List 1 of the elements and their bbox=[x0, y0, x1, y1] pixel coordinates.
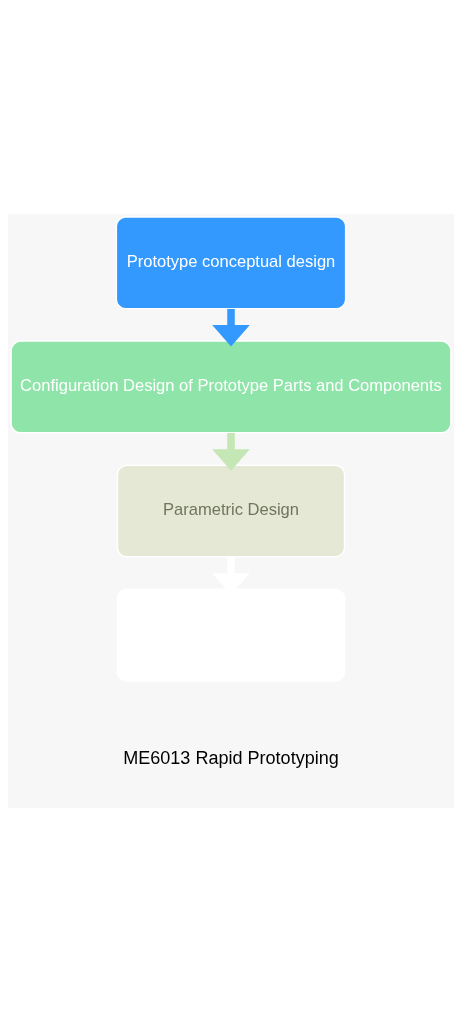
label: ME6013 Rapid Prototyping bbox=[123, 747, 339, 768]
